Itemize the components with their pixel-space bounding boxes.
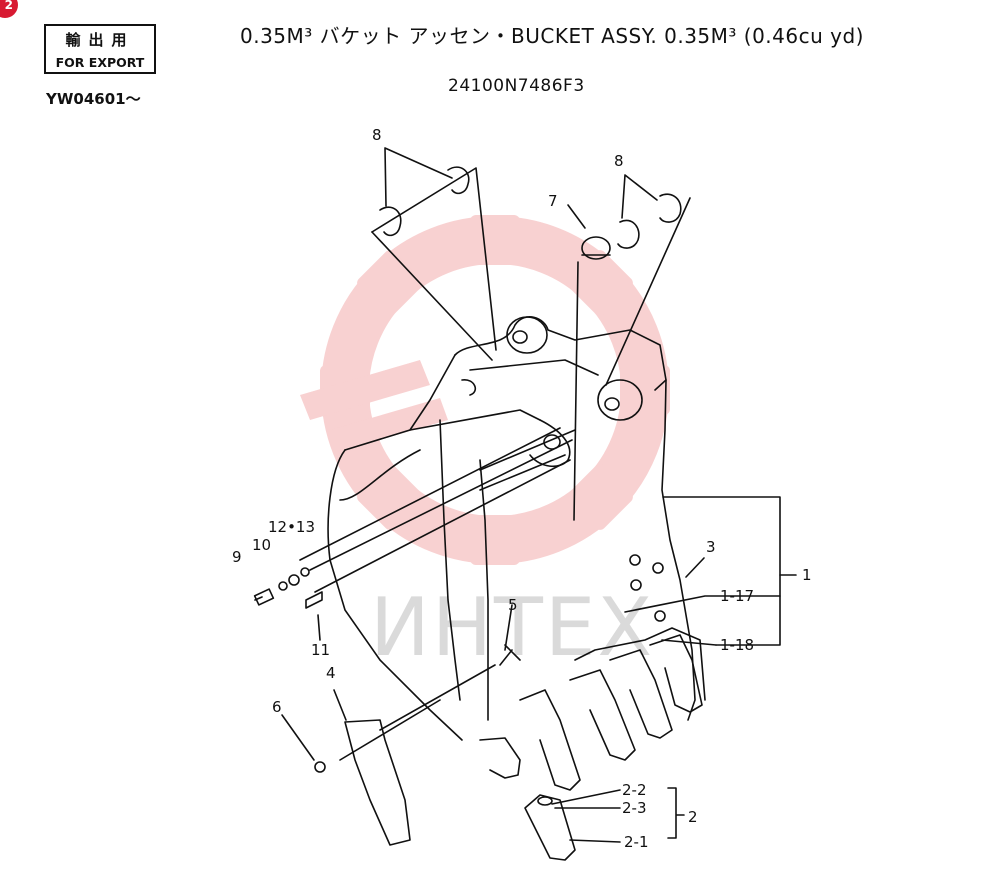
callout-8-left: 8 xyxy=(372,126,382,144)
callout-7: 7 xyxy=(548,192,558,210)
callout-5: 5 xyxy=(508,596,518,614)
callout-6: 6 xyxy=(272,698,282,716)
callout-9: 9 xyxy=(232,548,242,566)
callout-4: 4 xyxy=(326,664,336,682)
callout-1: 1 xyxy=(802,566,812,584)
callout-1-18: 1-18 xyxy=(720,636,754,654)
page-badge: 2 xyxy=(0,0,18,18)
callout-2: 2 xyxy=(688,808,698,826)
part-number: 24100N7486F3 xyxy=(448,76,585,96)
callout-12-13: 12•13 xyxy=(268,518,315,536)
callout-10: 10 xyxy=(252,536,271,554)
callout-3: 3 xyxy=(706,538,716,556)
page-title: 0.35M³ バケット アッセン・BUCKET ASSY. 0.35M³ (0.… xyxy=(240,24,864,48)
callout-2-3: 2-3 xyxy=(622,799,647,817)
export-stamp-jp: 輸出用 xyxy=(65,31,135,49)
watermark-text: ИНТЕХ xyxy=(370,581,654,674)
export-stamp: 輸出用 FOR EXPORT xyxy=(44,24,156,74)
export-stamp-en: FOR EXPORT xyxy=(55,55,145,70)
callout-2-2: 2-2 xyxy=(622,781,647,799)
callout-8-right: 8 xyxy=(614,152,624,170)
serial-range: YW04601～ xyxy=(46,90,141,108)
callout-11: 11 xyxy=(311,641,330,659)
callout-1-17: 1-17 xyxy=(720,587,754,605)
watermark-gear-icon xyxy=(300,215,670,565)
callout-2-1: 2-1 xyxy=(624,833,649,851)
